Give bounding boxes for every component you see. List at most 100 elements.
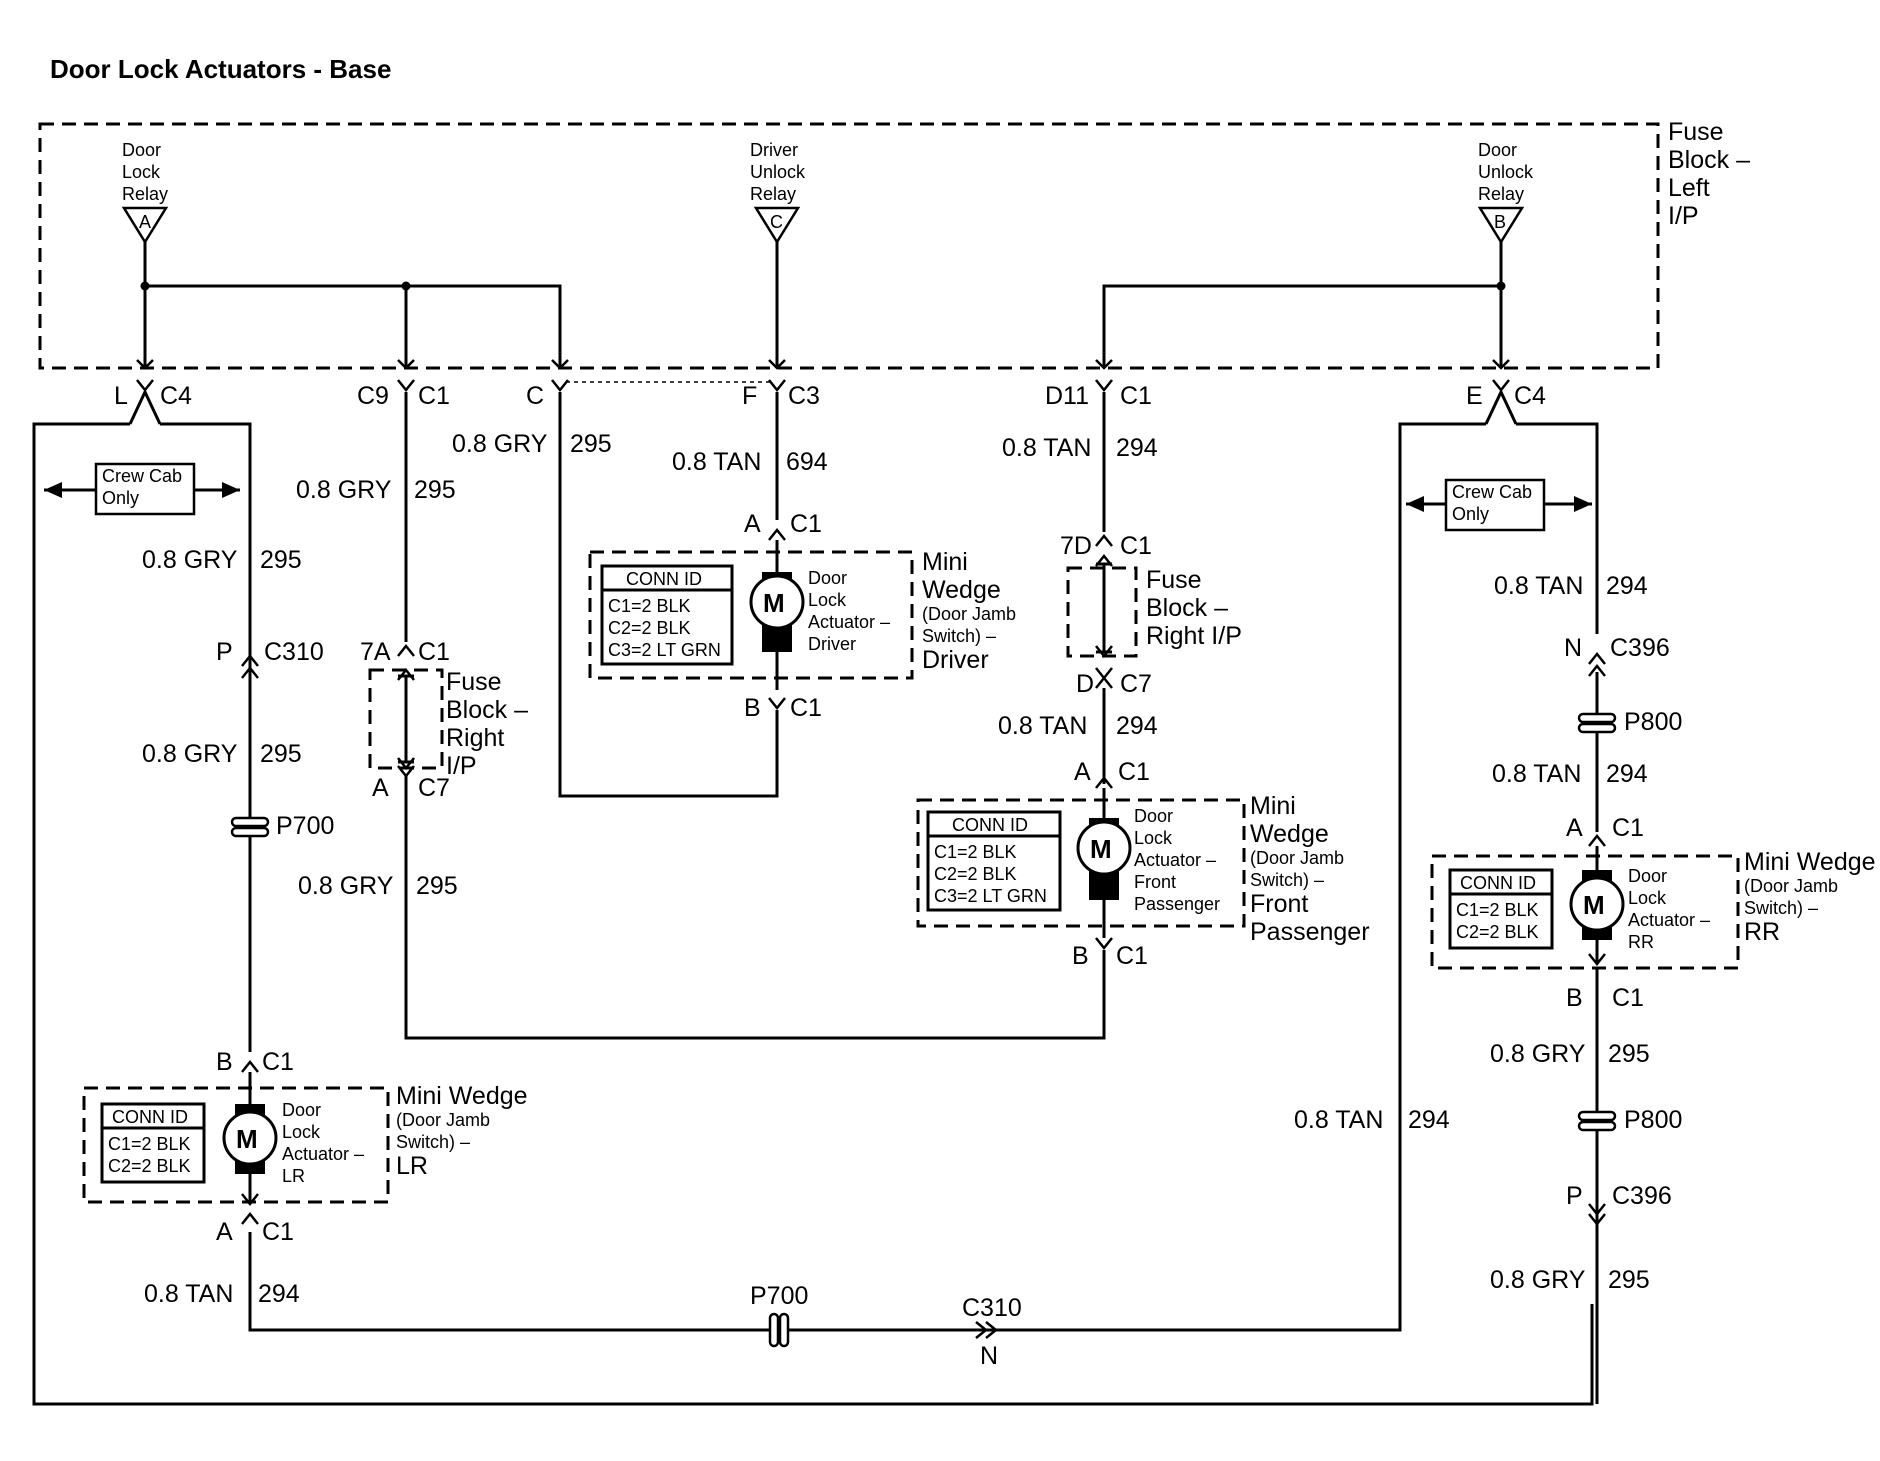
splice-dot-icon bbox=[140, 281, 150, 291]
conn-c1-lr-a: C1 bbox=[262, 1218, 294, 1246]
splice-pack-icon bbox=[768, 1312, 780, 1348]
diagram-title: Door Lock Actuators - Base bbox=[50, 54, 391, 84]
wire-gauge: 0.8 TAN bbox=[1492, 760, 1581, 788]
fuse-block-left-label-3: Left bbox=[1668, 174, 1710, 202]
conn-c1-lr-b: C1 bbox=[262, 1048, 294, 1076]
arrow-left-icon bbox=[1406, 496, 1424, 512]
conn-n-bottom: N bbox=[980, 1342, 998, 1370]
arrow-right-icon bbox=[222, 482, 240, 498]
conn-d11-pin: D11 bbox=[1045, 382, 1089, 410]
conn-7d-pin: 7D bbox=[1060, 532, 1092, 560]
wire-labels: 0.8 GRY 295 0.8 GRY 295 0.8 GRY 295 0.8 … bbox=[142, 430, 1650, 1308]
fuse-block-left-label-1: Fuse bbox=[1668, 118, 1724, 146]
conn-c310: C310 bbox=[264, 638, 324, 666]
wire-gauge: 0.8 GRY bbox=[298, 872, 394, 900]
wire-circuit: 295 bbox=[260, 546, 302, 574]
relay-door-lock-letter: A bbox=[139, 212, 151, 232]
conn-b-lr: B bbox=[216, 1048, 233, 1076]
relay-driver-unlock-line1: Driver bbox=[750, 140, 798, 160]
fuse-block-right2-label-1: Fuse bbox=[1146, 566, 1202, 594]
actuator-sub: (Door Jamb bbox=[922, 604, 1016, 624]
fuse-block-right-label-3: Right bbox=[446, 724, 504, 752]
relay-door-unlock-letter: B bbox=[1494, 212, 1506, 232]
actuator-sub: Switch) – bbox=[1744, 898, 1818, 918]
conn-a-pin: A bbox=[372, 774, 389, 802]
splice-p800-bottom: P800 bbox=[1624, 1106, 1682, 1134]
wire-circuit: 694 bbox=[786, 448, 828, 476]
actuator-desc: Door bbox=[808, 568, 847, 588]
conn-id-header: CONN ID bbox=[112, 1107, 188, 1127]
motor-icon bbox=[222, 1110, 278, 1166]
actuator-desc: Door bbox=[1134, 806, 1173, 826]
splice-pack-icon bbox=[1577, 1120, 1617, 1132]
conn-id-header: CONN ID bbox=[1460, 873, 1536, 893]
relay-driver-unlock-line2: Unlock bbox=[750, 162, 806, 182]
wire-circuit: 295 bbox=[416, 872, 458, 900]
actuator-desc: Actuator – bbox=[1628, 910, 1710, 930]
wire-circuit: 294 bbox=[1408, 1106, 1450, 1134]
relay-terminal-triangle-icon bbox=[121, 206, 169, 245]
splice-p700-left: P700 bbox=[276, 812, 334, 840]
wire-circuit: 295 bbox=[1608, 1266, 1650, 1294]
wire-gauge: 0.8 GRY bbox=[296, 476, 392, 504]
main-wiring bbox=[32, 388, 1599, 1406]
conn-l-pin: L bbox=[114, 382, 128, 410]
wire-gauge: 0.8 TAN bbox=[1294, 1106, 1383, 1134]
actuator-sub: (Door Jamb bbox=[1744, 876, 1838, 896]
conn-c1-driver-b: C1 bbox=[790, 694, 822, 722]
actuator-desc: LR bbox=[282, 1166, 305, 1186]
conn-a-fp: A bbox=[1074, 758, 1091, 786]
conn-d-c7: C7 bbox=[1120, 670, 1152, 698]
fuse-block-right-label-2: Block – bbox=[446, 696, 528, 724]
actuator-position: Driver bbox=[922, 646, 989, 674]
conn-id-table bbox=[600, 564, 734, 666]
conn-c396-top: C396 bbox=[1610, 634, 1670, 662]
relay-terminal-triangle-icon bbox=[1477, 206, 1525, 245]
actuator-position: LR bbox=[396, 1152, 428, 1180]
fuse-block-left-label-2: Block – bbox=[1668, 146, 1750, 174]
conn-p-pin: P bbox=[216, 638, 233, 666]
motor-icon bbox=[1569, 876, 1625, 932]
relay-driver-unlock-letter: C bbox=[770, 212, 783, 232]
actuator-desc: Lock bbox=[1628, 888, 1667, 908]
relay-door-lock-line1: Door bbox=[122, 140, 161, 160]
conn-c3: C3 bbox=[788, 382, 820, 410]
actuator-desc: Actuator – bbox=[1134, 850, 1216, 870]
conn-c9-pin: C9 bbox=[357, 382, 389, 410]
conn-c4-right: C4 bbox=[1514, 382, 1546, 410]
relay-terminal-triangle-icon bbox=[753, 206, 801, 245]
conn-c396-bottom: C396 bbox=[1612, 1182, 1672, 1210]
conn-id-row: C2=2 BLK bbox=[1456, 922, 1539, 942]
wire-circuit: 294 bbox=[1116, 712, 1158, 740]
actuator-driver: A C1 B C1 M CONN ID C1=2 BLK C2=2 BLK C3… bbox=[588, 510, 1016, 722]
wire-gauge: 0.8 TAN bbox=[1494, 572, 1583, 600]
crew-cab-left-line1: Crew Cab bbox=[102, 466, 182, 486]
conn-f-pin: F bbox=[742, 382, 757, 410]
actuator-lr: B C1 A C1 M CONN ID C1=2 BLK C2=2 BLK Do… bbox=[82, 1048, 528, 1246]
actuator-name: Mini Wedge bbox=[1744, 848, 1876, 876]
splice-pack-icon bbox=[778, 1312, 790, 1348]
wire-circuit: 295 bbox=[260, 740, 302, 768]
actuator-position: RR bbox=[1744, 918, 1780, 946]
conn-b-driver: B bbox=[744, 694, 761, 722]
conn-id-row: C1=2 BLK bbox=[108, 1134, 191, 1154]
conn-c310-bottom: C310 bbox=[962, 1294, 1022, 1322]
crew-cab-right-line2: Only bbox=[1452, 504, 1489, 524]
arrow-right-icon bbox=[1574, 496, 1592, 512]
conn-id-row: C2=2 BLK bbox=[608, 618, 691, 638]
motor-icon bbox=[1076, 820, 1132, 876]
fuse-block-right2-label-2: Block – bbox=[1146, 594, 1228, 622]
actuator-front-passenger: A C1 B C1 M CONN ID C1=2 BLK C2=2 BLK C3… bbox=[916, 758, 1370, 970]
actuator-sub: Switch) – bbox=[396, 1132, 470, 1152]
conn-id-row: C3=2 LT GRN bbox=[608, 640, 721, 660]
wire-circuit: 294 bbox=[1606, 760, 1648, 788]
actuator-position: Passenger bbox=[1250, 918, 1370, 946]
conn-id-row: C1=2 BLK bbox=[608, 596, 691, 616]
conn-b-rr: B bbox=[1566, 984, 1583, 1012]
actuator-desc: Lock bbox=[282, 1122, 321, 1142]
actuator-name: Mini Wedge bbox=[396, 1082, 528, 1110]
splice-pack-icon bbox=[1577, 722, 1617, 734]
fuse-block-internal-wiring bbox=[136, 242, 1510, 370]
wire-gauge: 0.8 GRY bbox=[142, 546, 238, 574]
